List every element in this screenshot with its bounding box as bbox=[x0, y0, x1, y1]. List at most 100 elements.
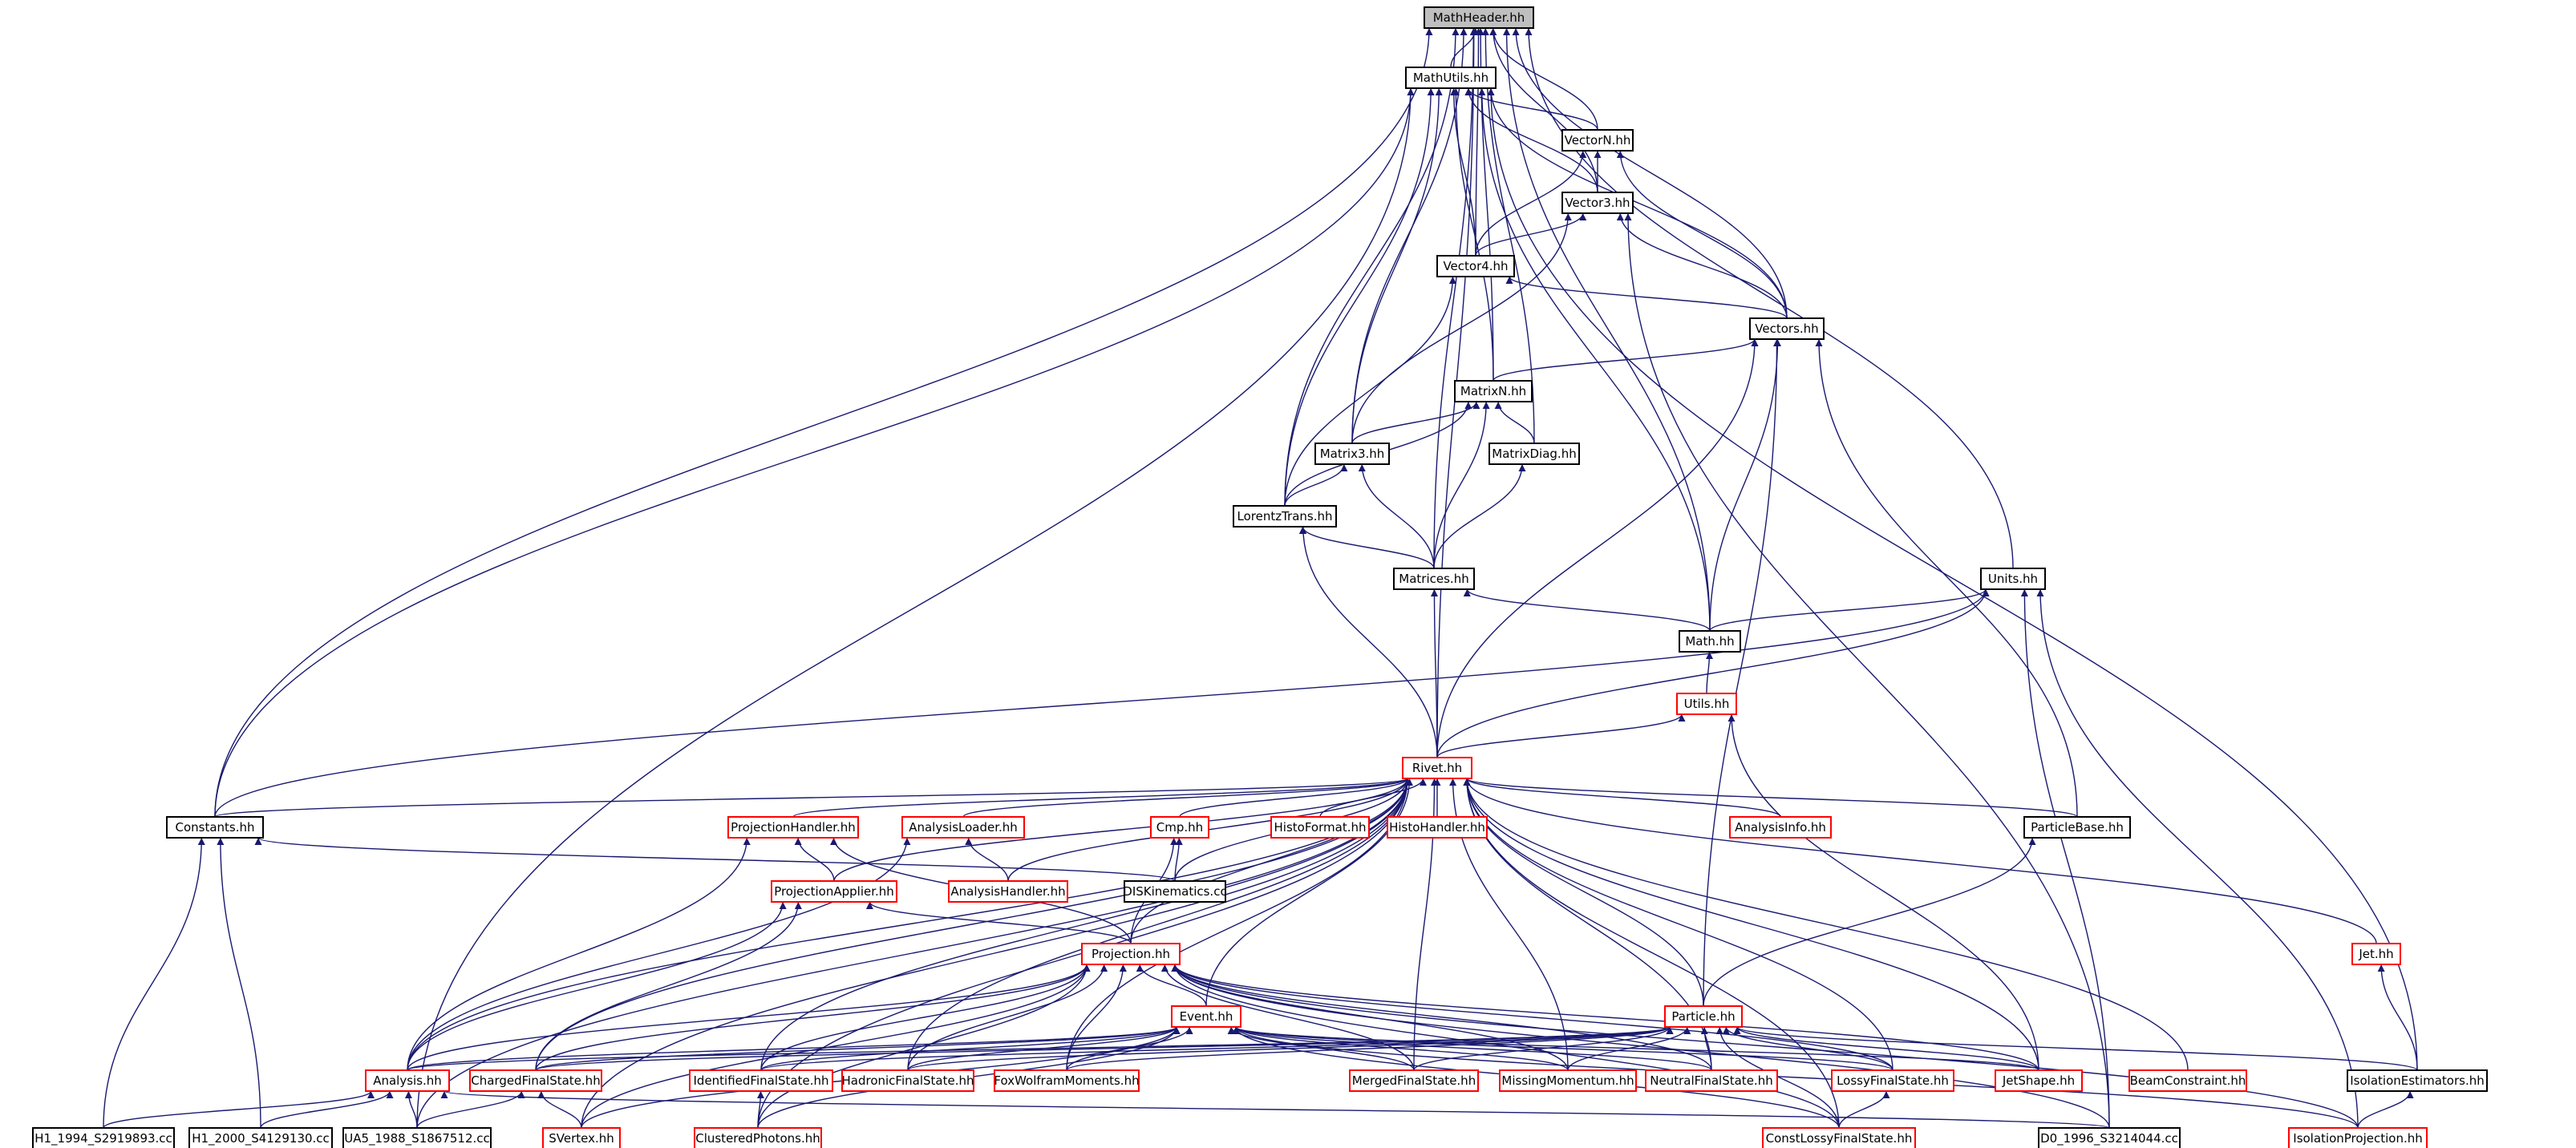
node-h1_1994[interactable]: H1_1994_S2919893.cc bbox=[32, 1127, 175, 1148]
node-box bbox=[542, 1127, 621, 1148]
node-vector3[interactable]: Vector3.hh bbox=[1561, 192, 1634, 214]
node-box bbox=[469, 1069, 602, 1092]
node-chargedfs[interactable]: ChargedFinalState.hh bbox=[469, 1069, 602, 1092]
edge-lorentztrans-to-matrix3 bbox=[1284, 463, 1348, 507]
node-isolationest[interactable]: IsolationEstimators.hh bbox=[2347, 1069, 2488, 1092]
node-projhandler[interactable]: ProjectionHandler.hh bbox=[727, 816, 859, 839]
edge-jetshape-to-projection bbox=[1171, 964, 2039, 1071]
edge-isolationproj-to-projection bbox=[1171, 964, 2359, 1129]
node-d0_1996[interactable]: D0_1996_S3214044.cc bbox=[2038, 1127, 2181, 1148]
node-particlebase[interactable]: ParticleBase.hh bbox=[2023, 816, 2131, 839]
edge-rivet-to-units bbox=[1436, 588, 1990, 758]
edge-isolationest-to-mathutils bbox=[1487, 87, 2418, 1071]
node-jetshape[interactable]: JetShape.hh bbox=[1995, 1069, 2083, 1092]
edge-diskinematics-to-cmp bbox=[1174, 837, 1183, 882]
edge-identifiedfs-to-projection bbox=[760, 964, 1091, 1071]
node-mergedfs[interactable]: MergedFinalState.hh bbox=[1349, 1069, 1479, 1092]
edge-rivet-to-vectors bbox=[1436, 338, 1759, 758]
edge-constants-to-units bbox=[214, 588, 1990, 818]
node-analysisinfo[interactable]: AnalysisInfo.hh bbox=[1729, 816, 1832, 839]
node-hadronicfs[interactable]: HadronicFinalState.hh bbox=[841, 1069, 974, 1092]
node-projapplier[interactable]: ProjectionApplier.hh bbox=[771, 880, 897, 903]
node-clusteredphotons[interactable]: ClusteredPhotons.hh bbox=[694, 1127, 822, 1148]
node-neutralfs[interactable]: NeutralFinalState.hh bbox=[1645, 1069, 1778, 1092]
node-diskinematics[interactable]: DISKinematics.cc bbox=[1123, 880, 1227, 903]
edge-isolationproj-to-event bbox=[1232, 1026, 2359, 1129]
node-box bbox=[1454, 380, 1533, 402]
node-vectors[interactable]: Vectors.hh bbox=[1749, 317, 1825, 340]
node-box bbox=[2128, 1069, 2247, 1092]
node-lorentztrans[interactable]: LorentzTrans.hh bbox=[1233, 505, 1337, 528]
node-math[interactable]: Math.hh bbox=[1679, 630, 1741, 653]
node-isolationproj[interactable]: IsolationProjection.hh bbox=[2288, 1127, 2428, 1148]
node-matrixdiag[interactable]: MatrixDiag.hh bbox=[1488, 443, 1580, 465]
node-mathutils[interactable]: MathUtils.hh bbox=[1405, 67, 1497, 89]
edge-analysis-to-analysisloader bbox=[407, 837, 911, 1071]
edge-particlebase-to-vectors bbox=[1815, 338, 2078, 818]
node-analysishandler[interactable]: AnalysisHandler.hh bbox=[948, 880, 1068, 903]
node-label: ConstLossyFinalState.hh bbox=[1766, 1131, 1913, 1146]
node-vectorn[interactable]: VectorN.hh bbox=[1561, 129, 1634, 152]
edge-d0_1996-to-vector3 bbox=[1624, 212, 2110, 1129]
node-box bbox=[1729, 816, 1832, 839]
node-matrices[interactable]: Matrices.hh bbox=[1393, 568, 1475, 590]
node-event[interactable]: Event.hh bbox=[1171, 1005, 1241, 1028]
node-label: HadronicFinalState.hh bbox=[842, 1073, 974, 1088]
node-foxwolfram[interactable]: FoxWolframMoments.hh bbox=[994, 1069, 1140, 1092]
node-label: Constants.hh bbox=[175, 820, 254, 835]
node-utils[interactable]: Utils.hh bbox=[1676, 693, 1737, 715]
node-analysisloader[interactable]: AnalysisLoader.hh bbox=[901, 816, 1025, 839]
node-box bbox=[2288, 1127, 2428, 1148]
node-svertex[interactable]: SVertex.hh bbox=[542, 1127, 621, 1148]
node-projection[interactable]: Projection.hh bbox=[1081, 943, 1181, 965]
edge-isolationproj-to-isolationest bbox=[2357, 1090, 2414, 1129]
edge-foxwolfram-to-projection bbox=[1066, 964, 1127, 1071]
node-label: Rivet.hh bbox=[1412, 761, 1462, 775]
node-rivet[interactable]: Rivet.hh bbox=[1402, 757, 1472, 779]
node-box bbox=[1679, 630, 1741, 653]
node-vector4[interactable]: Vector4.hh bbox=[1436, 255, 1515, 277]
node-box bbox=[689, 1069, 833, 1092]
node-histoformat[interactable]: HistoFormat.hh bbox=[1270, 816, 1370, 839]
node-jet[interactable]: Jet.hh bbox=[2351, 943, 2401, 965]
edge-units-to-mathheader bbox=[1525, 27, 2014, 569]
node-box bbox=[1645, 1069, 1778, 1092]
node-constants[interactable]: Constants.hh bbox=[166, 816, 264, 839]
node-histohandler[interactable]: HistoHandler.hh bbox=[1387, 816, 1488, 839]
node-box bbox=[2347, 1069, 2488, 1092]
node-box bbox=[32, 1127, 175, 1148]
node-label: Vector3.hh bbox=[1565, 196, 1630, 210]
node-lossyfs[interactable]: LossyFinalState.hh bbox=[1831, 1069, 1954, 1092]
edge-lossyfs-to-projection bbox=[1171, 964, 1894, 1071]
node-ua5_1988[interactable]: UA5_1988_S1867512.cc bbox=[342, 1127, 492, 1148]
node-h1_2000[interactable]: H1_2000_S4129130.cc bbox=[188, 1127, 333, 1148]
node-cmp[interactable]: Cmp.hh bbox=[1150, 816, 1209, 839]
edge-lorentztrans-to-vector4 bbox=[1284, 276, 1456, 507]
node-box bbox=[2351, 943, 2401, 965]
node-missingmom[interactable]: MissingMomentum.hh bbox=[1499, 1069, 1637, 1092]
node-units[interactable]: Units.hh bbox=[1980, 568, 2046, 590]
edge-math-to-mathheader bbox=[1503, 27, 1711, 632]
node-identifiedfs[interactable]: IdentifiedFinalState.hh bbox=[689, 1069, 833, 1092]
node-analysis[interactable]: Analysis.hh bbox=[365, 1069, 450, 1092]
node-particle[interactable]: Particle.hh bbox=[1664, 1005, 1743, 1028]
edge-ua5_1988-to-chargedfs bbox=[416, 1090, 525, 1129]
node-matrix3[interactable]: Matrix3.hh bbox=[1314, 443, 1390, 465]
edge-chargedfs-to-projection bbox=[535, 964, 1091, 1071]
node-label: Jet.hh bbox=[2358, 947, 2393, 961]
edge-matrixn-to-mathutils bbox=[1452, 87, 1494, 382]
node-label: Analysis.hh bbox=[373, 1073, 442, 1088]
node-constlossyfs[interactable]: ConstLossyFinalState.hh bbox=[1762, 1127, 1916, 1148]
node-beamconstraint[interactable]: BeamConstraint.hh bbox=[2128, 1069, 2247, 1092]
node-label: Cmp.hh bbox=[1156, 820, 1203, 835]
node-label: ChargedFinalState.hh bbox=[471, 1073, 600, 1088]
node-mathheader[interactable]: MathHeader.hh bbox=[1424, 6, 1534, 29]
node-matrixn[interactable]: MatrixN.hh bbox=[1454, 380, 1533, 402]
edge-neutralfs-to-event bbox=[1232, 1026, 1712, 1071]
edge-utils-to-math bbox=[1706, 651, 1714, 694]
node-box bbox=[1349, 1069, 1479, 1092]
edge-lorentztrans-to-mathutils bbox=[1284, 87, 1435, 507]
edge-ua5_1988-to-rivet bbox=[416, 778, 1412, 1129]
edge-analysisinfo-to-rivet bbox=[1463, 778, 1781, 818]
edge-beamconstraint-to-rivet bbox=[1463, 778, 2189, 1071]
